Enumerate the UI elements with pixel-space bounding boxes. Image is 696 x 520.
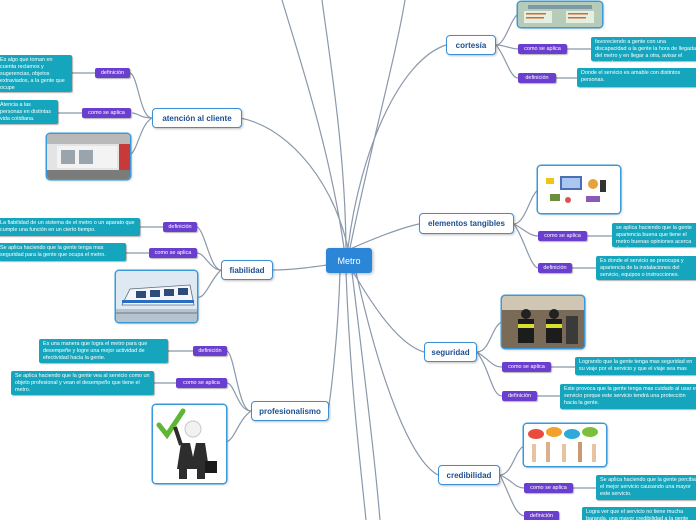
checkmark-businessman-image — [153, 405, 226, 483]
metro-train-image — [116, 271, 197, 322]
profesionalismo-definicion-note[interactable]: Es una manera que logra el metro para qu… — [39, 339, 168, 363]
cortesia-como-se-aplica-tag[interactable]: como se aplica — [518, 44, 567, 54]
topic-profesionalismo-label-b: alismo — [296, 407, 321, 416]
cortesia-como-se-aplica-note[interactable]: favoreciendo a gente con una discapacida… — [591, 37, 696, 61]
seguridad-definicion-note[interactable]: Este provoca que la gente tenga mas cuid… — [560, 384, 696, 409]
cortesia-como-text: favoreciendo a gente con una discapacida… — [595, 39, 696, 61]
fiabilidad-def-text: La fiabilidad de un sistema de el metro … — [0, 220, 135, 233]
atencion-def-text: Es algo que toman en cuenta reclamos y s… — [0, 57, 65, 91]
seguridad-como-text: Logrando que la gente tenga mas segurida… — [579, 359, 692, 372]
credibilidad-como-se-aplica-note[interactable]: Se aplica haciendo que la gente perciba … — [596, 475, 696, 500]
cortesia-como-label: como se aplica — [524, 46, 561, 52]
tangible-elements-icon — [538, 166, 620, 213]
topic-seguridad-label: seguridad — [431, 348, 469, 357]
tangibles-definicion-tag[interactable]: definición — [538, 263, 572, 273]
atencion-como-label: como se aplica — [88, 110, 125, 116]
topic-cortesia[interactable]: cortesía — [446, 35, 496, 55]
metro-station-icon — [47, 134, 130, 179]
profesionalismo-como-se-aplica-note[interactable]: Se aplica haciendo que la gente vea al s… — [11, 371, 154, 395]
metro-infographic-image — [518, 2, 602, 27]
topic-seguridad[interactable]: seguridad — [424, 342, 477, 362]
topic-credibilidad[interactable]: credibilidad — [438, 465, 500, 485]
metro-station-image — [47, 134, 130, 179]
metro-infographic-icon — [518, 2, 602, 27]
seguridad-como-label: como se aplica — [508, 364, 545, 370]
seguridad-como-se-aplica-tag[interactable]: como se aplica — [502, 362, 551, 372]
profesionalismo-como-label: como se aplica — [183, 380, 220, 386]
security-guards-icon — [502, 296, 584, 348]
fiabilidad-como-se-aplica-note[interactable]: Se aplica haciendo que la gente tenga ma… — [0, 243, 126, 261]
topic-elementos-tangibles[interactable]: elementos tangibles — [419, 213, 514, 234]
topic-atencion-al-cliente[interactable]: atención al cliente — [152, 108, 242, 128]
fiabilidad-como-label: como se aplica — [155, 250, 192, 256]
credibilidad-como-label: como se aplica — [530, 485, 567, 491]
credibilidad-def-label: definición — [530, 513, 553, 519]
topic-atencion-label: atención al cliente — [162, 114, 231, 123]
topic-tangibles-label: elementos tangibles — [428, 219, 505, 228]
atencion-definicion-note[interactable]: Es algo que toman en cuenta reclamos y s… — [0, 55, 72, 92]
fiabilidad-def-label: definición — [168, 224, 191, 230]
atencion-como-se-aplica-tag[interactable]: como se aplica — [82, 108, 131, 118]
checkmark-businessman-icon — [153, 405, 226, 483]
seguridad-def-label: definición — [508, 393, 531, 399]
profesionalismo-como-se-aplica-tag[interactable]: como se aplica — [176, 378, 227, 388]
tangibles-como-se-aplica-note[interactable]: se aplica haciendo que la gente aparienc… — [612, 223, 696, 247]
speech-bubbles-image — [524, 424, 606, 466]
atencion-definicion-tag[interactable]: definición — [95, 68, 130, 78]
topic-profesionalismo-label-a: profesion — [259, 407, 295, 416]
topic-credibilidad-label: credibilidad — [447, 471, 492, 480]
topic-cortesia-label: cortesía — [456, 41, 487, 50]
cortesia-def-text: Donde el servicio es amable con distinto… — [581, 70, 680, 83]
seguridad-def-text: Este provoca que la gente tenga mas cuid… — [564, 386, 696, 406]
atencion-como-se-aplica-note[interactable]: Atencia a las personas en distintas vida… — [0, 100, 58, 124]
fiabilidad-como-se-aplica-tag[interactable]: como se aplica — [149, 248, 197, 258]
security-guards-image — [502, 296, 584, 348]
profesionalismo-def-text: Es una manera que logra el metro para qu… — [43, 341, 147, 361]
topic-fiabilidad-label: fiabilidad — [229, 266, 264, 275]
tangibles-def-label: definición — [543, 265, 566, 271]
tangibles-como-text: se aplica haciendo que la gente aparienc… — [616, 225, 692, 247]
tangibles-como-se-aplica-tag[interactable]: como se aplica — [538, 231, 587, 241]
credibilidad-como-se-aplica-tag[interactable]: como se aplica — [524, 483, 573, 493]
seguridad-definicion-tag[interactable]: definición — [502, 391, 537, 401]
metro-train-icon — [116, 271, 197, 322]
tangible-elements-image — [538, 166, 620, 213]
profesionalismo-def-label: definición — [198, 348, 221, 354]
cortesia-def-label: definición — [525, 75, 548, 81]
credibilidad-def-text: Logra ver que el servicio no tiene mucha… — [586, 509, 688, 520]
speech-bubbles-icon — [524, 424, 606, 466]
profesionalismo-definicion-tag[interactable]: definición — [193, 346, 227, 356]
root-label: Metro — [337, 256, 360, 266]
seguridad-como-se-aplica-note[interactable]: Logrando que la gente tenga mas segurida… — [575, 357, 696, 375]
credibilidad-definicion-tag[interactable]: definición — [524, 511, 559, 520]
tangibles-definicion-note[interactable]: Es donde el servicio se preocupa y apari… — [596, 256, 696, 280]
fiabilidad-definicion-tag[interactable]: definición — [163, 222, 197, 232]
credibilidad-definicion-note[interactable]: Logra ver que el servicio no tiene mucha… — [582, 507, 696, 520]
credibilidad-como-text: Se aplica haciendo que la gente perciba … — [600, 477, 696, 497]
atencion-def-label: definición — [101, 70, 124, 76]
tangibles-como-label: como se aplica — [544, 233, 581, 239]
cortesia-definicion-tag[interactable]: definición — [518, 73, 556, 83]
fiabilidad-definicion-note[interactable]: La fiabilidad de un sistema de el metro … — [0, 218, 140, 236]
cortesia-definicion-note[interactable]: Donde el servicio es amable con distinto… — [577, 68, 696, 87]
tangibles-def-text: Es donde el servicio se preocupa y apari… — [600, 258, 684, 278]
topic-fiabilidad[interactable]: fiabilidad — [221, 260, 273, 280]
atencion-como-text: Atencia a las personas en distintas vida… — [0, 102, 51, 122]
fiabilidad-como-text: Se aplica haciendo que la gente tenga ma… — [0, 245, 106, 258]
profesionalismo-como-text: Se aplica haciendo que la gente vea al s… — [15, 373, 150, 393]
root-node-metro[interactable]: Metro — [326, 248, 372, 273]
